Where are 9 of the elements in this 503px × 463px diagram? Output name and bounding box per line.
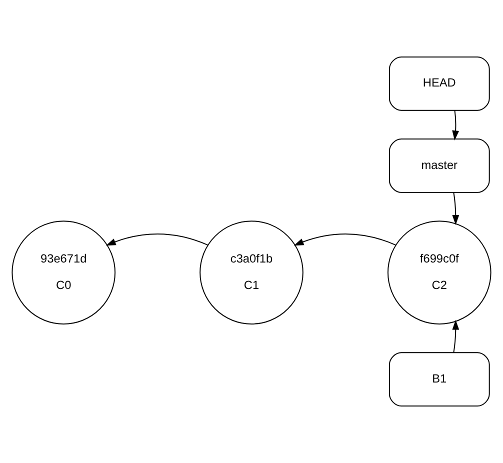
node-box: master — [388, 138, 490, 193]
node-box: HEAD — [388, 56, 490, 111]
arrow — [106, 234, 208, 246]
arrow — [452, 110, 460, 140]
node-circle: f699c0f C2 — [387, 220, 492, 324]
arrow — [294, 234, 396, 246]
arrow — [452, 192, 460, 225]
arrow — [452, 320, 460, 353]
node-box: B1 — [388, 352, 490, 407]
